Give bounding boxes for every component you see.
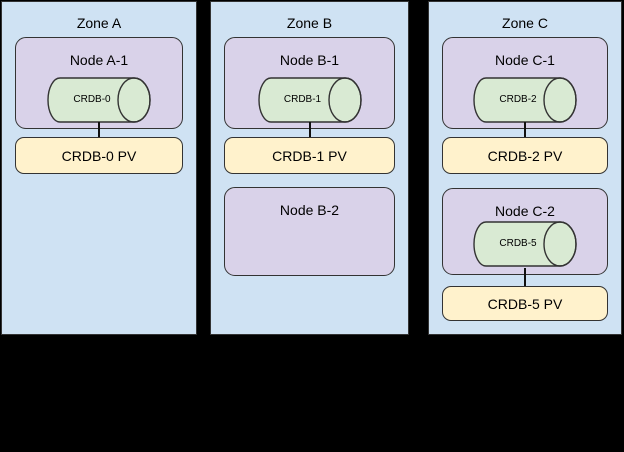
crdb-5-label: CRDB-5 — [499, 238, 537, 249]
cylinder-cap — [117, 77, 151, 123]
crdb-1-cylinder: CRDB-1 — [257, 77, 362, 123]
zone-b-label: Zone B — [286, 15, 333, 31]
crdb-2-pv-connector — [524, 122, 526, 138]
crdb-1-pv: CRDB-1 PV — [224, 137, 395, 174]
node-b-1-label: Node B-1 — [279, 52, 340, 68]
crdb-0-pv-connector — [98, 122, 100, 138]
crdb-2-cylinder: CRDB-2 — [473, 77, 577, 123]
zone-c-label: Zone C — [502, 15, 548, 31]
database-cylinder-icon — [473, 221, 577, 267]
cylinder-cap — [327, 77, 362, 123]
node-b-2-label: Node B-2 — [279, 202, 340, 218]
node-c-2-label: Node C-2 — [495, 203, 555, 219]
node-c-1-label: Node C-1 — [495, 52, 555, 68]
node-c-2: Node C-2 CRDB-5 — [442, 188, 608, 275]
crdb-2-pv: CRDB-2 PV — [442, 137, 608, 174]
node-c-1: Node C-1 CRDB-2 — [442, 37, 608, 129]
cylinder-cap — [543, 221, 577, 267]
crdb-5-cylinder: CRDB-5 — [473, 221, 577, 267]
crdb-1-label: CRDB-1 — [283, 94, 322, 105]
crdb-5-pv-label: CRDB-5 PV — [487, 295, 563, 312]
zone-b: Zone B Node B-1 CRDB-1 CRDB-1 PV Node B-… — [210, 1, 409, 335]
zone-a-label: Zone A — [76, 15, 122, 31]
database-cylinder-icon — [47, 77, 151, 123]
crdb-0-pv-label: CRDB-0 PV — [61, 147, 137, 164]
node-a-1: Node A-1 CRDB-0 — [15, 37, 183, 129]
crdb-5-pv-connector — [524, 268, 526, 287]
zone-c: Zone C Node C-1 CRDB-2 CRDB-2 PV Node C-… — [428, 1, 622, 335]
cylinder-cap — [543, 77, 577, 123]
crdb-2-pv-label: CRDB-2 PV — [487, 147, 563, 164]
crdb-0-pv: CRDB-0 PV — [15, 137, 183, 174]
database-cylinder-icon — [473, 77, 577, 123]
crdb-1-pv-connector — [308, 122, 311, 138]
crdb-5-pv: CRDB-5 PV — [442, 286, 608, 321]
node-b-2: Node B-2 — [224, 187, 395, 276]
crdb-0-label: CRDB-0 — [73, 94, 111, 105]
zone-a: Zone A Node A-1 CRDB-0 CRDB-0 PV — [1, 1, 197, 335]
crdb-2-label: CRDB-2 — [499, 94, 537, 105]
node-a-1-label: Node A-1 — [69, 52, 129, 68]
crdb-0-cylinder: CRDB-0 — [47, 77, 151, 123]
database-cylinder-icon — [257, 77, 362, 123]
node-b-1: Node B-1 CRDB-1 — [224, 37, 395, 129]
crdb-1-pv-label: CRDB-1 PV — [272, 147, 347, 164]
